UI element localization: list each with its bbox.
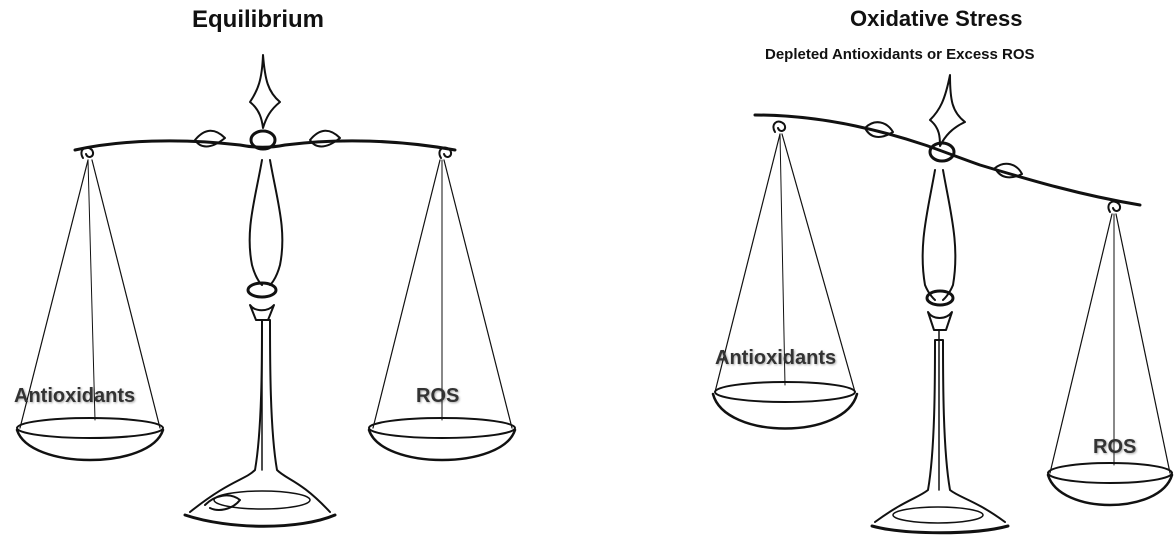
scale-beam: [753, 113, 1142, 213]
left-scale-ros-label: ROS: [416, 385, 460, 407]
scale-pillar: [921, 169, 957, 491]
right-pan: [1046, 213, 1174, 507]
scale-pillar: [246, 159, 284, 471]
right-pan: [367, 159, 517, 462]
scale-finial: [928, 74, 966, 163]
right-scale-ros-label: ROS: [1093, 436, 1137, 458]
oxidative-stress-subtitle: Depleted Antioxidants or Excess ROS: [765, 46, 1035, 63]
left-scale-antioxidants-label: Antioxidants: [14, 385, 136, 407]
oxidative-stress-title: Oxidative Stress: [850, 6, 1023, 31]
scale-base: [870, 339, 1010, 535]
left-pan: [15, 159, 165, 462]
left-pan: [711, 133, 859, 430]
equilibrium-title: Equilibrium: [192, 6, 324, 33]
scale-beam: [73, 129, 457, 159]
right-scale-antioxidants-label: Antioxidants: [715, 347, 837, 369]
scale-finial: [249, 54, 281, 151]
